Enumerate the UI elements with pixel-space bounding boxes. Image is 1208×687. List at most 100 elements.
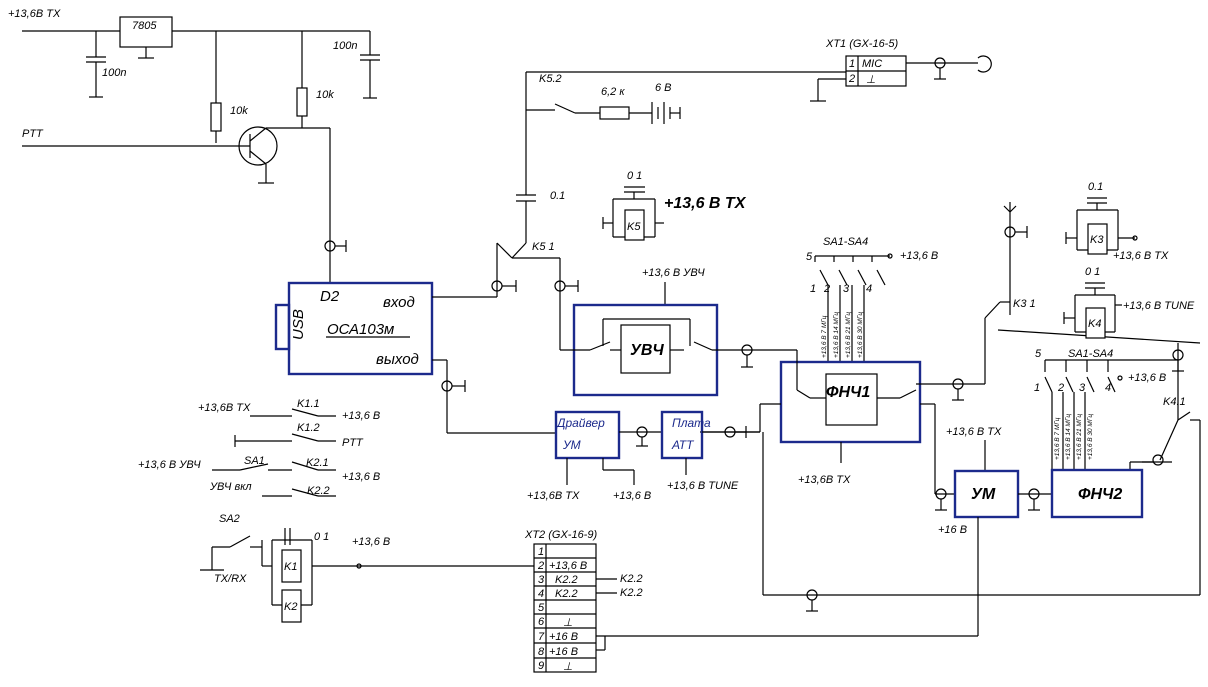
antenna-relay-section: K3 1 0.1 K3 +13,6 В ТХ 0 1 K4 +13,6 В TU…: [984, 181, 1201, 595]
driver-line2: УМ: [562, 438, 581, 452]
k12-label: K1.2: [297, 422, 320, 434]
svg-text:8: 8: [538, 646, 545, 658]
k5-supply-label: +13,6 В ТХ: [664, 195, 747, 212]
xt2-out3: K2.2: [620, 573, 643, 585]
um-supply-top: +13,6 В ТХ: [946, 426, 1002, 438]
driver-line1: Драйвер: [555, 416, 605, 430]
relay-coil-k2: [281, 589, 302, 623]
amp-filter-section: +13,6 В ТХ УМ +16 В ФНЧ2: [935, 426, 1144, 636]
svg-text:+13,6 В 14 МГц: +13,6 В 14 МГц: [1065, 414, 1072, 460]
svg-text:+13,6 В: +13,6 В: [549, 560, 587, 572]
xt2-title: XT2 (GX-16-9): [524, 529, 597, 541]
k3-coil-label: K3: [1090, 234, 1104, 246]
svg-text:4: 4: [866, 283, 872, 295]
sa-right-supply: +13,6 В: [1128, 372, 1166, 384]
svg-text:4: 4: [538, 588, 544, 600]
xt2-out4: K2.2: [620, 587, 643, 599]
k4-cap-label: 0 1: [1085, 266, 1100, 278]
att-box: [660, 410, 704, 460]
sa2-supply: +13,6 В: [352, 536, 390, 548]
svg-text:3: 3: [1079, 382, 1086, 394]
driver-sup2: +13,6 В: [613, 490, 651, 502]
k12-right: PTT: [342, 437, 364, 449]
d2-output-label: выход: [376, 351, 419, 368]
d2-input-label: вход: [383, 294, 415, 311]
cap-in-label: 100n: [102, 67, 126, 79]
k5-section: K5.2 6,2 к 6 В 0.1 K5 1 0 1: [491, 71, 846, 350]
sa-right-title: SA1-SA4: [1068, 348, 1113, 360]
k1-coil-label: K1: [284, 561, 297, 573]
svg-text:2: 2: [1057, 382, 1064, 394]
tx-rx-switch: SA2 TX/RX 0 1 K1 K2 +13,6 В: [200, 513, 534, 623]
svg-text:+13,6 В 14 МГц: +13,6 В 14 МГц: [833, 312, 840, 358]
xt2-row: 1: [538, 546, 544, 558]
xt1-mic-label: MIC: [862, 58, 882, 70]
uvch-block: +13,6 В УВЧ УВЧ: [560, 267, 797, 397]
fnch2-label: ФНЧ2: [1078, 486, 1122, 503]
driver-box: [554, 410, 621, 460]
svg-text:3: 3: [843, 283, 850, 295]
txrx-label: TX/RX: [214, 573, 247, 585]
xt2-row: 6 ⊥: [538, 616, 573, 629]
driver-att-section: Драйвер УМ +13,6В ТХ +13,6 В Плата АТТ +…: [527, 410, 760, 502]
svg-text:1: 1: [810, 283, 816, 295]
fnch2-box: [1050, 468, 1144, 519]
k3-contact-label: K3 1: [1013, 298, 1036, 310]
svg-text:+13,6 В 21 МГц: +13,6 В 21 МГц: [845, 312, 852, 358]
supply-label: +13,6В TX: [8, 8, 61, 20]
svg-text:1: 1: [849, 58, 855, 70]
sa-top-title: SA1-SA4: [823, 236, 868, 248]
uvch-supply: +13,6 В УВЧ: [642, 267, 705, 279]
k4-contact-label: K4.1: [1163, 396, 1186, 408]
svg-text:7: 7: [538, 631, 545, 643]
xt2-connector: XT2 (GX-16-9) 1 2 +13,6 В 3 K2.2 4 K2.2 …: [524, 432, 1200, 673]
k4-supply: +13,6 В TUNE: [1123, 300, 1195, 312]
svg-text:1: 1: [538, 546, 544, 558]
sa1-label: SA1: [244, 455, 265, 467]
svg-text:+13,6 В 7 МГц: +13,6 В 7 МГц: [1054, 417, 1061, 460]
k5-coil-cap-label: 0 1: [627, 170, 642, 182]
k5-cap-label: 0.1: [550, 190, 565, 202]
k22-label: K2.2: [307, 485, 330, 497]
svg-text:5: 5: [806, 251, 813, 263]
xt2-row: 4 K2.2: [538, 588, 578, 600]
res-label: 6,2 к: [601, 86, 625, 98]
k4-coil-label: K4: [1088, 318, 1101, 330]
regulator-label: 7805: [132, 20, 157, 32]
relay-coil-k1: [281, 549, 302, 583]
usb-port: [274, 303, 291, 351]
k21-label: K2.1: [306, 457, 329, 469]
k21-right: +13,6 В: [342, 471, 380, 483]
sa-top-supply: +13,6 В: [900, 250, 938, 262]
sa2-cap-label: 0 1: [314, 531, 329, 543]
um-supply-bottom: +16 В: [938, 524, 967, 536]
power-regulator-section: +13,6В TX 7805 100n 100n 10k 10k: [8, 8, 380, 283]
band-switch-top: SA1-SA4 5 +13,6 В 1 2 3 4 +13,6 В 7 МГц …: [806, 236, 938, 362]
k11-right: +13,6 В: [342, 410, 380, 422]
xt2-row: 2 +13,6 В: [537, 560, 587, 572]
sa1-left: +13,6 В УВЧ: [138, 459, 201, 471]
um-label: УМ: [971, 486, 996, 503]
xt2-row: 8 +16 В: [538, 646, 578, 658]
svg-text:5: 5: [1035, 348, 1042, 360]
d2-module: USB D2 вход ОСА103м выход: [274, 281, 556, 434]
relay-coil-k4: [1085, 307, 1106, 339]
ptt-label: PTT: [22, 128, 44, 140]
xt2-row: 9 ⊥: [538, 660, 573, 673]
att-line2: АТТ: [671, 438, 695, 452]
xt1-title: XT1 (GX-16-5): [825, 38, 898, 50]
xt1-connector: XT1 (GX-16-5) 1 MIC 2 ⊥: [810, 38, 992, 102]
fnch1-label: ФНЧ1: [826, 384, 870, 401]
svg-text:+13,6 В 7 МГц: +13,6 В 7 МГц: [821, 315, 828, 358]
svg-text:2: 2: [537, 560, 544, 572]
relay-coil-k5: [624, 209, 645, 241]
k3-supply: +13,6 В ТХ: [1113, 250, 1169, 262]
svg-text:3: 3: [538, 574, 545, 586]
svg-text:6: 6: [538, 616, 545, 628]
xt2-row: 7 +16 В: [538, 631, 578, 643]
svg-text:4: 4: [1105, 382, 1111, 394]
fnch1-block: ФНЧ1 +13,6В ТХ: [700, 350, 985, 495]
xt2-row: 3 K2.2: [538, 574, 578, 586]
fnch1-outer-box: [779, 360, 922, 444]
